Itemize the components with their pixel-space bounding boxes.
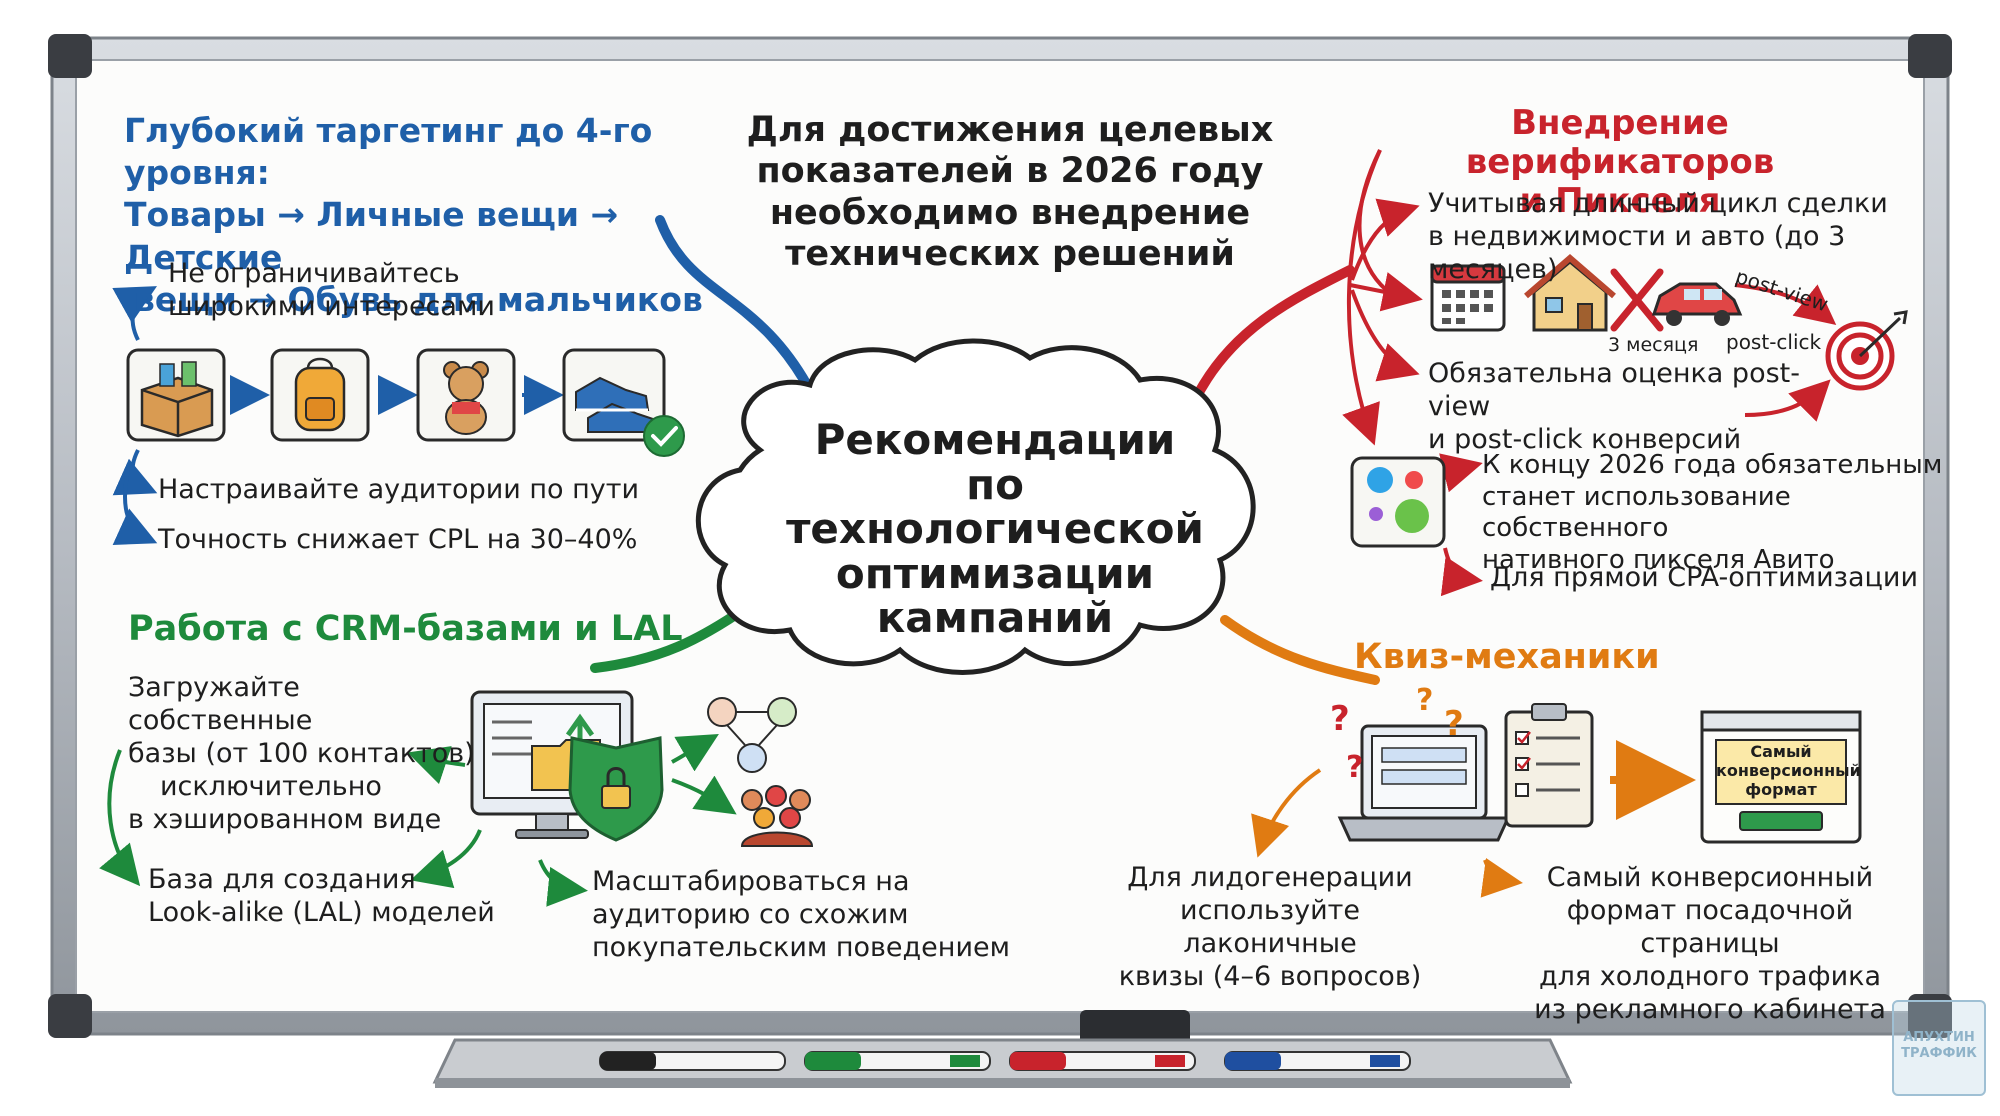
verify-cpa-note: Для прямой CPA-оптимизации <box>1490 562 1918 593</box>
teddy-bear-icon <box>416 348 516 442</box>
targeting-step-1: Настраивайте аудитории по пути <box>158 474 640 505</box>
svg-text:?: ? <box>1330 699 1350 739</box>
crm-lal-note: База для создания Look-alike (LAL) модел… <box>148 864 495 928</box>
quiz-lead-note: Для лидогенерации используйте лаконичные… <box>1118 862 1422 992</box>
targeting-note: Не ограничивайтесь широкими интересами <box>168 258 495 322</box>
avito-logo-icon <box>1350 456 1446 548</box>
question-mark-icon: ? ? ? ? <box>1330 683 1464 785</box>
targeting-step-2: Точность снижает CPL на 30–40% <box>158 524 638 555</box>
crowd-icon <box>740 785 814 847</box>
watermark-logo: АПУХТИН ТРАФФИК <box>1892 1000 1986 1096</box>
cross-icon <box>1610 268 1664 332</box>
branch-red <box>1190 265 1355 405</box>
checkmark-icon <box>643 415 685 457</box>
verify-eval-note: Обязательна оценка post-view и post-clic… <box>1428 358 1800 455</box>
branch-blue <box>655 215 820 405</box>
svg-text:?: ? <box>1416 683 1433 718</box>
verify-postclick-label: post-click <box>1726 330 1822 354</box>
center-title: Рекомендации по технологической оптимиза… <box>786 415 1204 643</box>
house-icon <box>1524 254 1616 332</box>
branch-orange <box>1220 615 1380 685</box>
lock-shield-icon <box>568 736 664 842</box>
green-marker[interactable] <box>804 1051 991 1071</box>
verify-3m-label: 3 месяця <box>1608 334 1699 356</box>
crm-flow <box>99 733 737 907</box>
marker-tray <box>432 1038 1573 1088</box>
red-marker[interactable] <box>1009 1051 1196 1071</box>
car-icon <box>1651 282 1743 326</box>
landing-page-icon <box>1700 710 1862 844</box>
backpack-icon <box>270 348 370 442</box>
black-marker[interactable] <box>599 1051 786 1071</box>
landing-screen-label: Самый конверсионный формат <box>1716 742 1861 800</box>
svg-text:?: ? <box>1444 704 1464 744</box>
calendar-icon <box>1430 264 1506 332</box>
goal-statement: Для достижения целевых показателей в 202… <box>746 110 1274 274</box>
crm-scale-note: Масштабироваться на аудиторию со схожим … <box>592 866 1010 963</box>
crm-upload-note: Загружайте собственные базы (от 100 конт… <box>128 672 475 835</box>
quiz-conv-note: Самый конверсионный формат посадочной ст… <box>1534 862 1886 1025</box>
quiz-heading: Квиз-механики <box>1354 637 1660 677</box>
sneakers-icon <box>562 348 666 442</box>
laptop-icon <box>1337 724 1511 842</box>
clipboard-icon <box>1504 703 1594 828</box>
targeting-heading: Глубокий таргетинг до 4-го уровня: Товар… <box>124 111 703 319</box>
verify-cycle-note: Учитывая длинный цикл сделки в недвижимо… <box>1428 188 1888 285</box>
network-people-icon <box>707 697 797 773</box>
crm-heading: Работа с CRM-базами и LAL <box>128 609 683 649</box>
targeting-flow <box>112 286 564 545</box>
svg-text:?: ? <box>1346 750 1363 785</box>
blue-marker[interactable] <box>1224 1051 1411 1071</box>
quiz-flow <box>1251 740 1696 898</box>
verify-heading: Внедрение верификаторов и Пикселя <box>1465 103 1775 221</box>
target-icon <box>1825 310 1908 391</box>
center-cloud <box>695 338 1256 675</box>
verify-pixel-note: К концу 2026 года обязательным станет ис… <box>1482 450 1943 576</box>
box-icon <box>126 348 226 442</box>
verify-flow <box>1342 149 1837 597</box>
